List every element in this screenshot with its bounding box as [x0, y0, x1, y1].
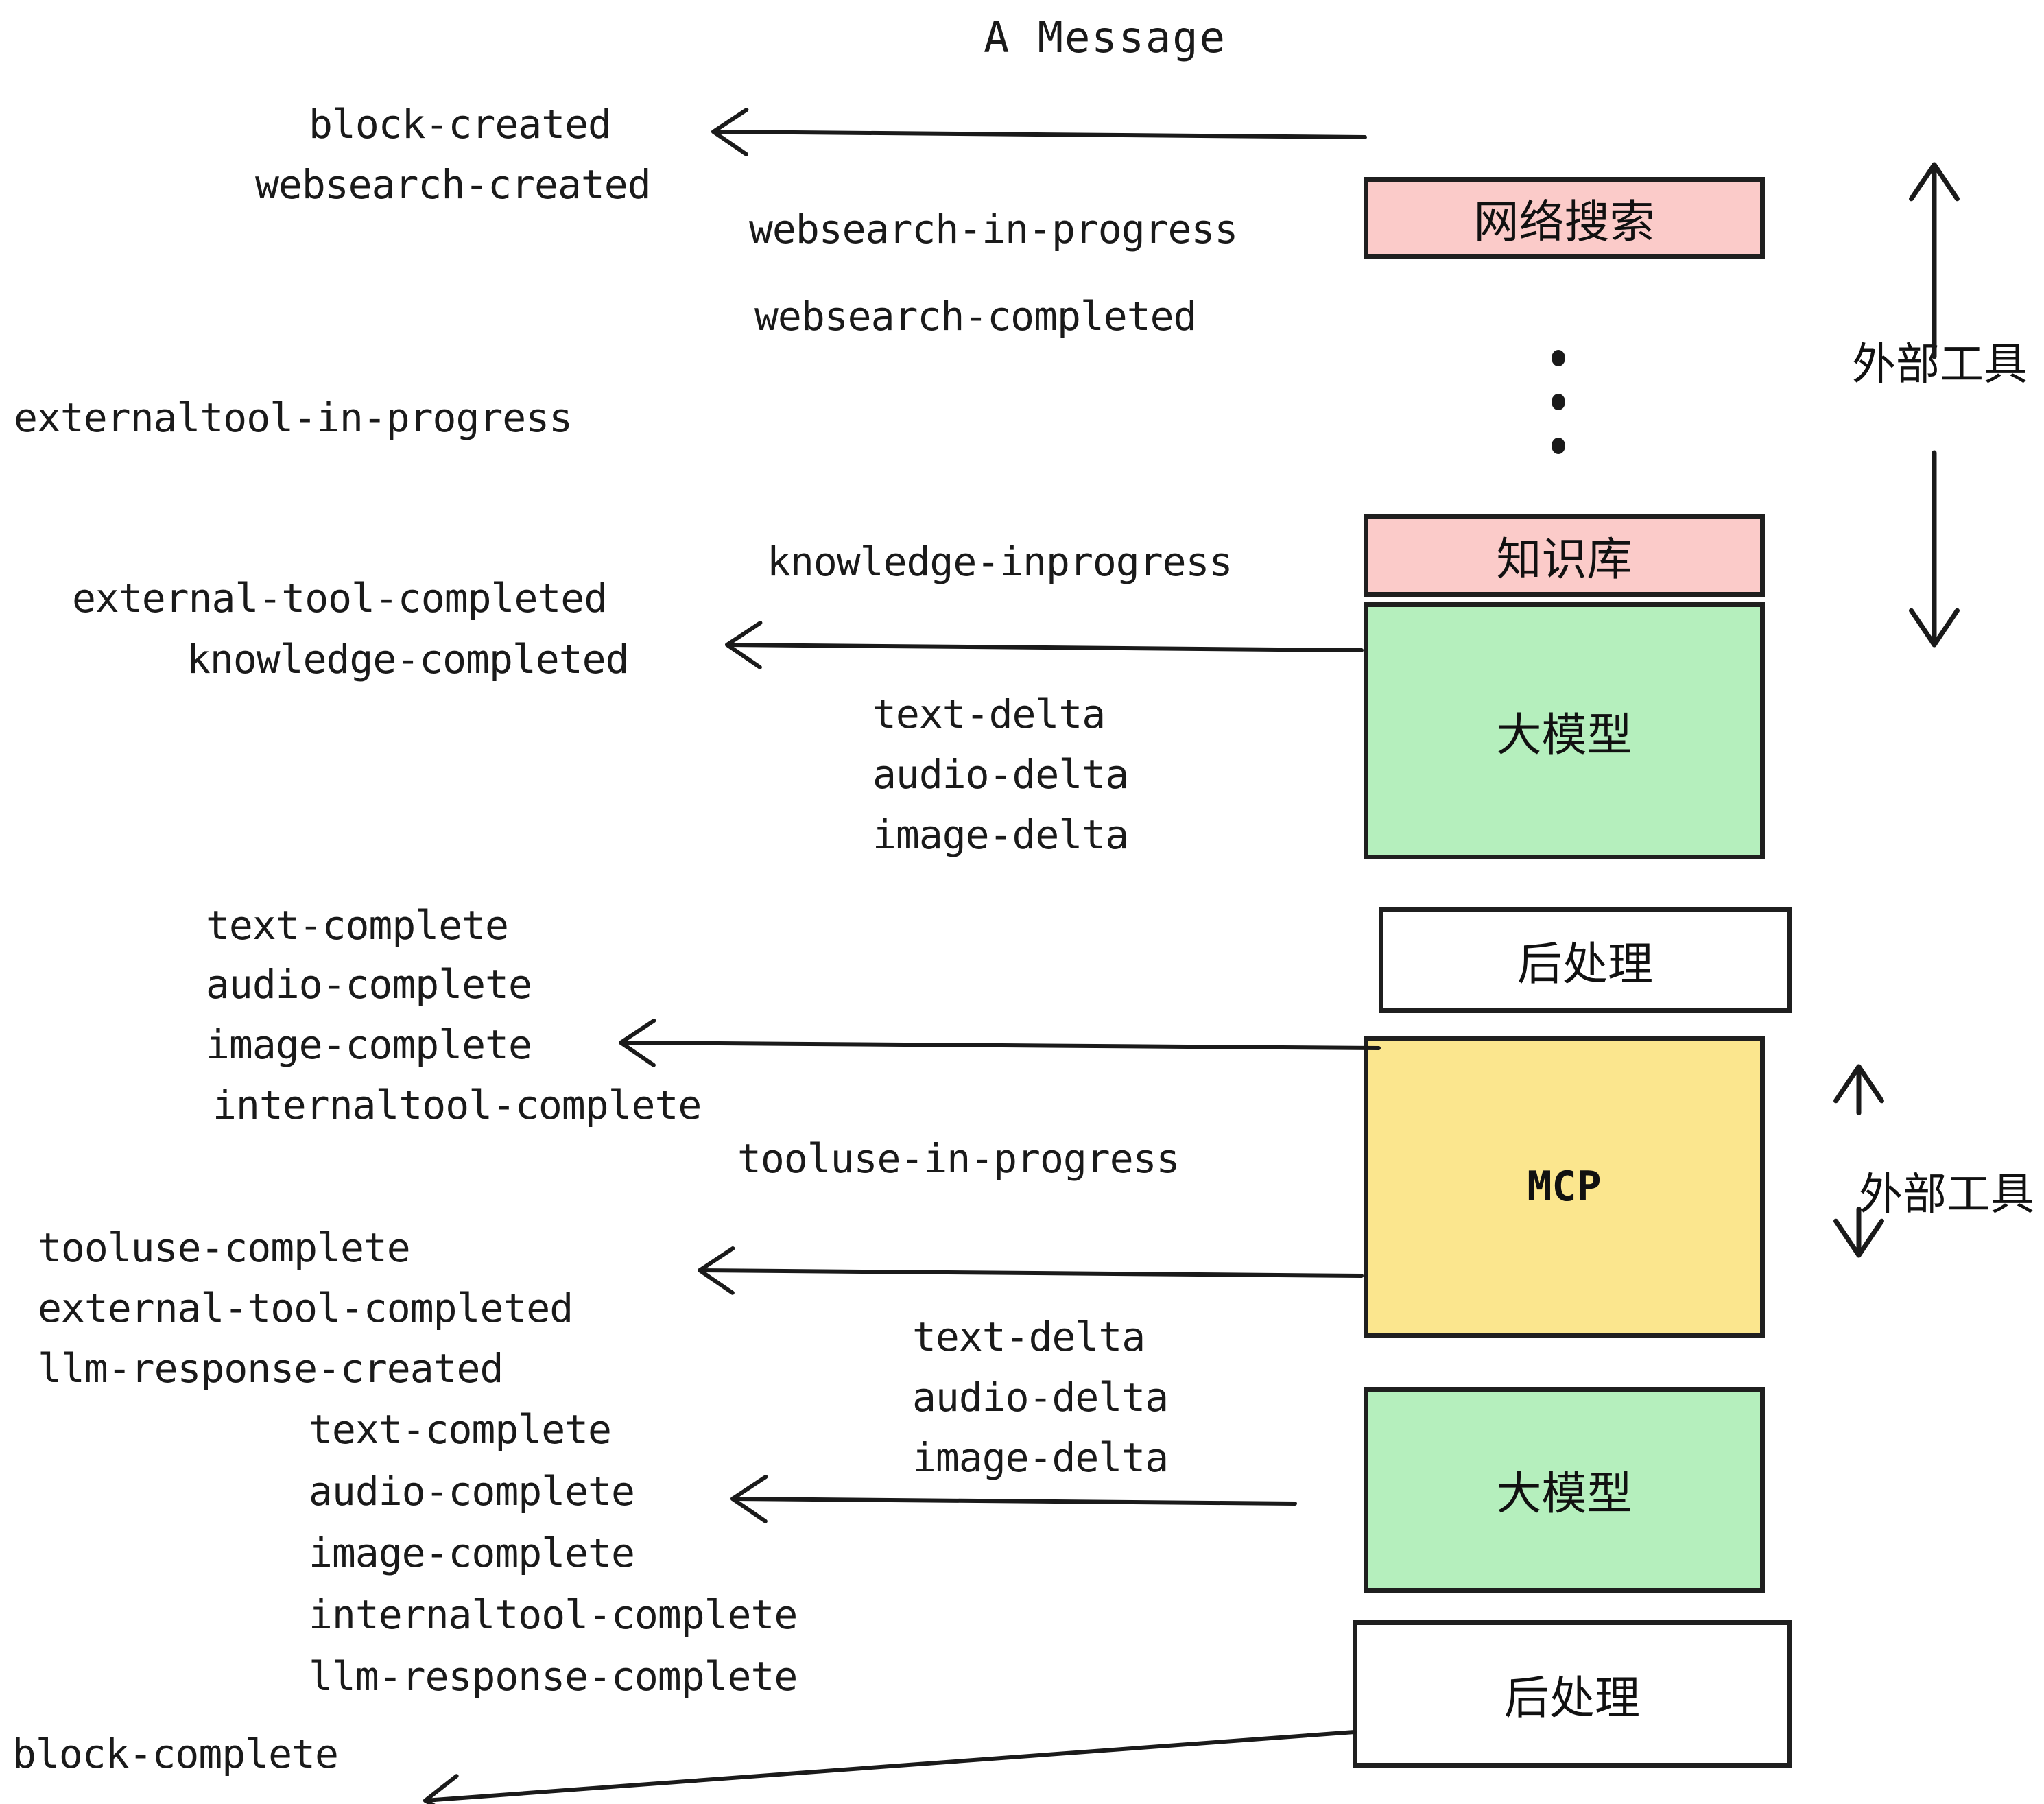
- side-label-external-tools-bottom: 外部工具: [1859, 1170, 2034, 1220]
- node-box-label: 大模型: [1496, 708, 1632, 761]
- event-label-externaltool-in-progress: externaltool-in-progress: [14, 394, 573, 441]
- node-box-llm-2[interactable]: 大模型: [1364, 1387, 1765, 1593]
- arrow-block-complete-icon: [423, 1730, 1357, 1804]
- node-box-mcp[interactable]: MCP: [1364, 1036, 1765, 1338]
- event-label-tooluse-in-progress: tooluse-in-progress: [737, 1135, 1180, 1182]
- event-label-knowledge-inprogress: knowledge-inprogress: [767, 538, 1233, 585]
- node-box-label: 网络搜索: [1473, 195, 1655, 248]
- node-box-label: 后处理: [1504, 1671, 1640, 1724]
- event-label-internaltool-complete-1: internaltool-complete: [213, 1082, 702, 1128]
- event-label-text-delta-2: text-delta: [912, 1314, 1145, 1360]
- event-label-audio-complete-1: audio-complete: [206, 961, 532, 1008]
- event-label-knowledge-completed: knowledge-completed: [187, 636, 629, 683]
- node-box-label: 后处理: [1517, 937, 1653, 990]
- event-label-audio-delta-1: audio-delta: [872, 751, 1129, 798]
- external-tools-arrow-top-icon: [1909, 162, 1960, 648]
- event-label-websearch-completed: websearch-completed: [754, 293, 1197, 340]
- event-label-internaltool-complete-2: internaltool-complete: [309, 1591, 798, 1638]
- node-box-llm-1[interactable]: 大模型: [1364, 602, 1765, 859]
- event-label-image-complete-2: image-complete: [309, 1530, 635, 1576]
- node-box-knowledge[interactable]: 知识库: [1364, 514, 1765, 597]
- ellipsis-dot: [1552, 394, 1565, 410]
- node-box-label: 大模型: [1496, 1467, 1632, 1520]
- event-label-text-delta-1: text-delta: [872, 691, 1106, 737]
- event-label-text-complete-2: text-complete: [309, 1406, 612, 1453]
- page-title: A Message: [984, 12, 1226, 62]
- node-box-websearch[interactable]: 网络搜索: [1364, 177, 1765, 259]
- event-label-image-complete-1: image-complete: [206, 1021, 532, 1068]
- event-label-websearch-in-progress: websearch-in-progress: [749, 206, 1238, 252]
- node-box-label: 知识库: [1496, 533, 1632, 586]
- event-label-llm-response-created: llm-response-created: [38, 1345, 503, 1392]
- event-label-external-tool-completed-2: external-tool-completed: [38, 1285, 573, 1331]
- node-box-postprocess-1[interactable]: 后处理: [1379, 907, 1792, 1013]
- event-label-image-delta-2: image-delta: [912, 1434, 1169, 1481]
- arrow-audio-complete-icon: [730, 1475, 1297, 1523]
- event-label-audio-complete-2: audio-complete: [309, 1468, 635, 1515]
- arrow-block-created-icon: [711, 108, 1367, 156]
- node-box-postprocess-2[interactable]: 后处理: [1353, 1620, 1792, 1768]
- event-label-image-delta-1: image-delta: [872, 811, 1129, 858]
- arrow-tooluse-icon: [698, 1246, 1364, 1295]
- event-label-external-tool-completed-1: external-tool-completed: [72, 575, 608, 621]
- ellipsis-dot: [1552, 438, 1565, 454]
- event-label-text-complete-1: text-complete: [206, 902, 509, 949]
- vertical-ellipsis-icon: [1552, 350, 1565, 454]
- arrow-knowledge-icon: [725, 621, 1364, 669]
- event-label-block-complete: block-complete: [12, 1731, 339, 1777]
- node-box-label: MCP: [1527, 1163, 1602, 1211]
- side-label-external-tools-top: 外部工具: [1852, 340, 2028, 390]
- ellipsis-dot: [1552, 350, 1565, 366]
- event-label-audio-delta-2: audio-delta: [912, 1374, 1169, 1421]
- arrow-image-complete-icon: [619, 1019, 1381, 1067]
- event-label-websearch-created: websearch-created: [255, 161, 652, 208]
- event-label-block-created: block-created: [309, 101, 612, 147]
- event-label-tooluse-complete: tooluse-complete: [38, 1224, 411, 1271]
- event-label-llm-response-complete: llm-response-complete: [309, 1653, 798, 1700]
